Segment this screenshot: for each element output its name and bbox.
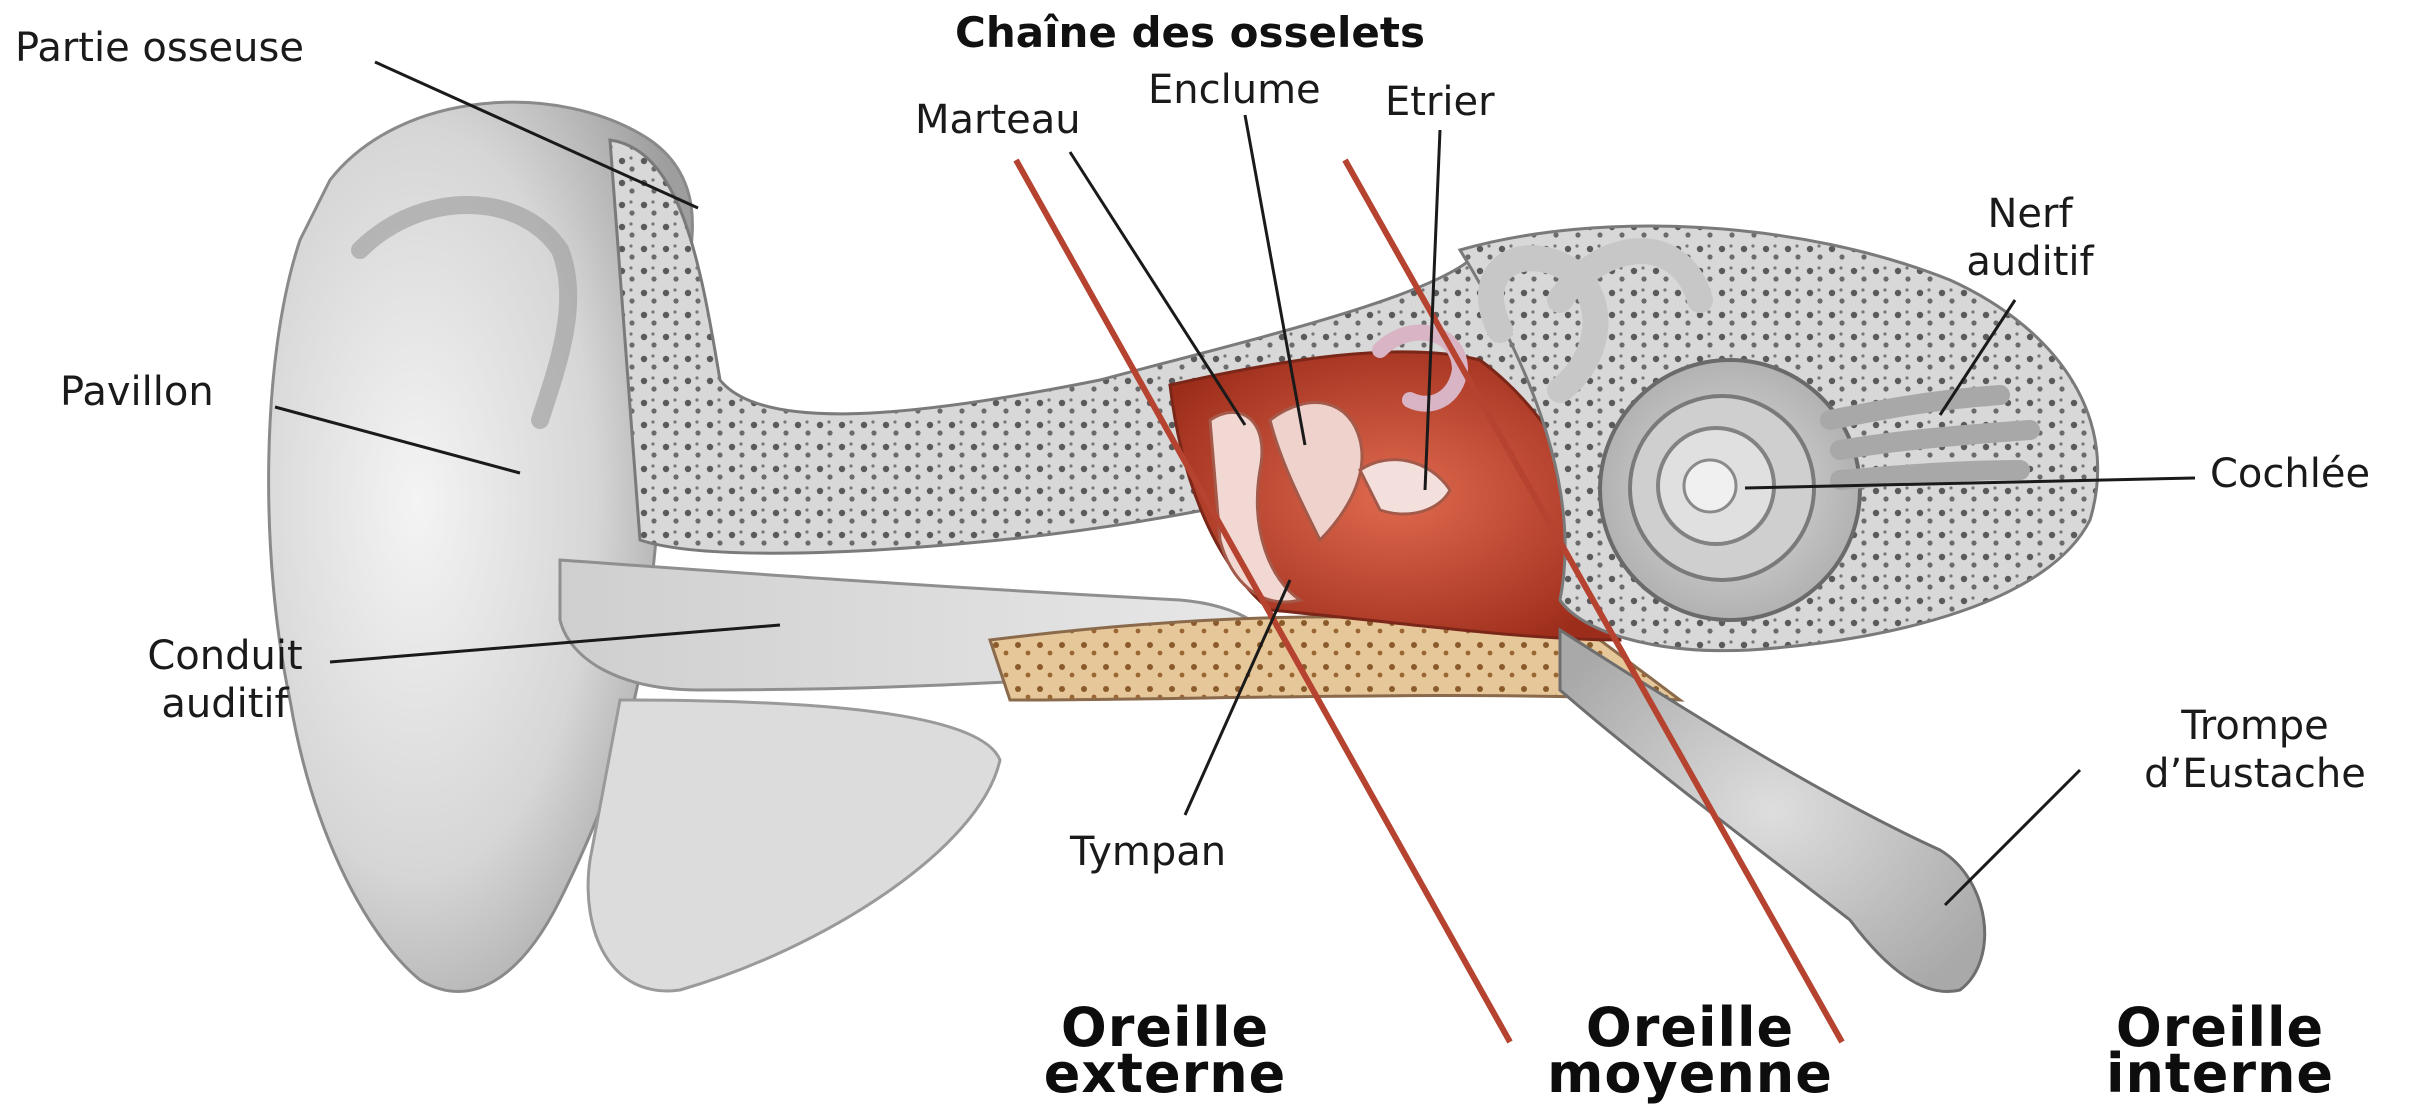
- eustachian-tube: [1560, 630, 1985, 992]
- label-etrier: Etrier: [1385, 78, 1495, 126]
- label-nerf-auditif: Nerf auditif: [1930, 190, 2130, 286]
- label-enclume: Enclume: [1148, 66, 1321, 114]
- lower-cartilage: [588, 700, 1000, 991]
- leader-trompe: [1945, 770, 2080, 905]
- label-conduit-auditif: Conduit auditif: [100, 632, 350, 728]
- label-trompe-eustache: Trompe d’Eustache: [2100, 702, 2410, 798]
- label-tympan: Tympan: [1070, 828, 1226, 876]
- label-marteau: Marteau: [915, 96, 1081, 144]
- region-oreille-interne: Oreille interne: [2055, 1005, 2385, 1097]
- label-partie-osseuse: Partie osseuse: [15, 24, 304, 72]
- region-oreille-externe: Oreille externe: [1000, 1005, 1330, 1097]
- ossicles-title: Chaîne des osselets: [955, 8, 1425, 57]
- label-pavillon: Pavillon: [60, 368, 214, 416]
- label-cochlee: Cochlée: [2210, 450, 2370, 498]
- cochlea-shape: [1600, 360, 1860, 620]
- region-oreille-moyenne: Oreille moyenne: [1525, 1005, 1855, 1097]
